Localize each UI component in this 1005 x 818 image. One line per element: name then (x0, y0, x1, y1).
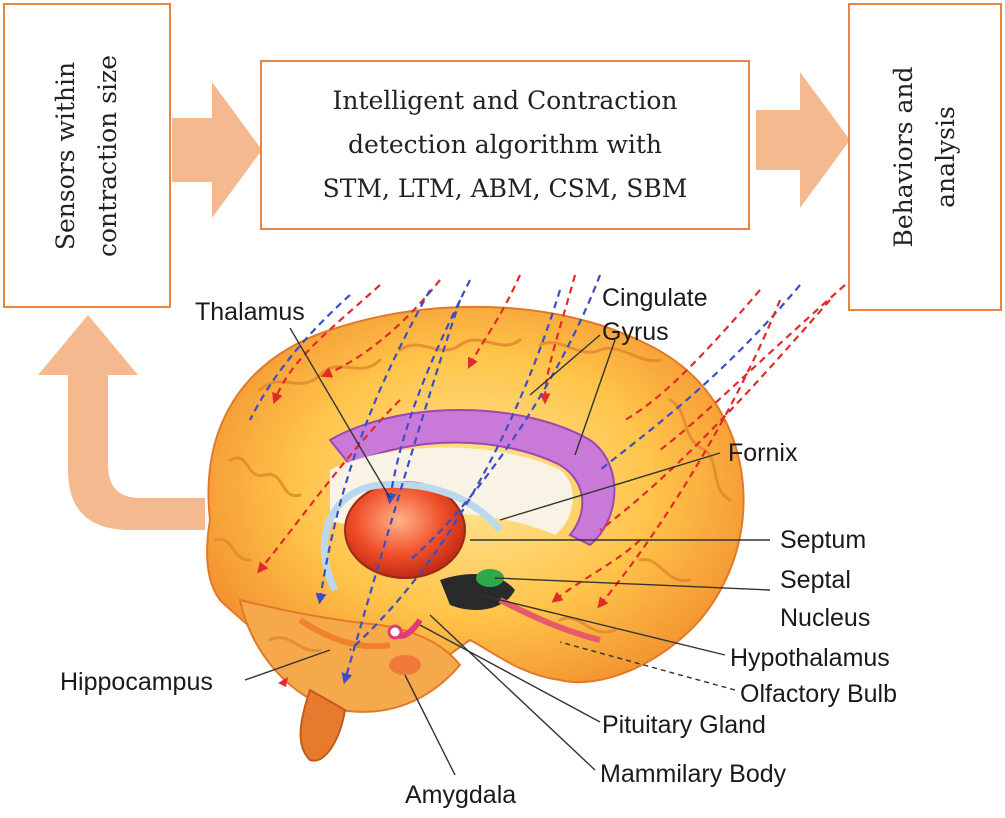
algorithm-line-1: Intelligent and Contraction (332, 86, 678, 115)
label-septal: Septal (780, 566, 851, 594)
algorithm-line-3: STM, LTM, ABM, CSM, SBM (322, 174, 688, 203)
label-fornix: Fornix (728, 439, 798, 467)
cingulate-gyrus (328, 409, 616, 547)
leader-lines (244, 327, 771, 776)
sensors-line-1: Sensors within (51, 61, 80, 250)
hippocampus-shape (298, 617, 391, 650)
label-septum: Septum (780, 526, 867, 554)
feedback-arrow (38, 315, 205, 530)
algorithm-box: Intelligent and Contraction detection al… (260, 60, 750, 230)
label-hypothalamus: Hypothalamus (730, 644, 890, 672)
label-olfactory-bulb: Olfactory Bulb (740, 680, 898, 708)
flow-arrow-algorithm-to-behaviors (756, 72, 850, 208)
fornix-shape (320, 480, 503, 592)
algorithm-box-text: Intelligent and Contraction detection al… (262, 62, 748, 228)
sensors-line-2: contraction size (93, 54, 122, 257)
behaviors-box-text: Behaviors and analysis (883, 66, 967, 247)
flow-arrow-sensors-to-algorithm (172, 82, 262, 218)
label-nucleus: Nucleus (780, 604, 871, 632)
amygdala-shape (389, 655, 421, 675)
label-amygdala: Amygdala (405, 781, 517, 809)
signal-lines (249, 274, 846, 685)
behaviors-box: Behaviors and analysis (848, 3, 1002, 311)
algorithm-line-2: detection algorithm with (347, 130, 663, 159)
olfactory-bulb-shape (498, 597, 601, 643)
label-pituitary-gland: Pituitary Gland (602, 711, 766, 739)
label-cingulate: Cingulate (602, 284, 708, 312)
behaviors-line-1: Behaviors and (889, 66, 918, 248)
brainstem (299, 688, 347, 762)
label-thalamus: Thalamus (195, 298, 305, 326)
label-mammilary-body: Mammilary Body (600, 760, 787, 788)
temporal-lobe (238, 598, 462, 713)
brain-gyri (213, 338, 732, 653)
sensors-box-text: Sensors within contraction size (45, 55, 129, 257)
sensors-box: Sensors within contraction size (3, 3, 171, 308)
label-gyrus: Gyrus (602, 318, 669, 346)
behaviors-line-2: analysis (931, 106, 960, 208)
septal-nucleus-shape (476, 569, 504, 587)
label-hippocampus: Hippocampus (60, 668, 213, 696)
